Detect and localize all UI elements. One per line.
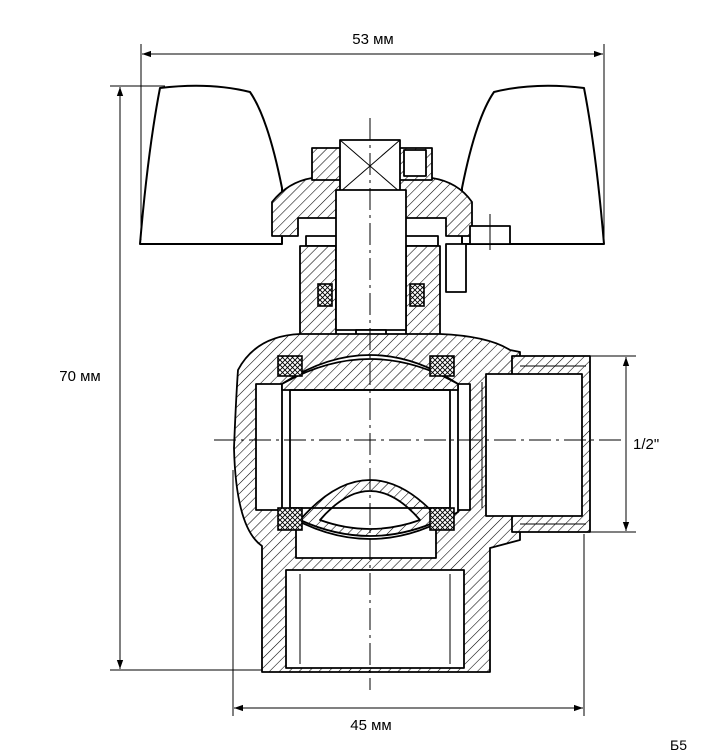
dim-height: 70 мм [59, 85, 262, 671]
centerlines [214, 118, 622, 690]
right-outlet [481, 355, 591, 533]
dim-thread: 1/2" [590, 355, 659, 533]
dim-top-width-label: 53 мм [352, 31, 393, 48]
stop-pin [445, 214, 511, 293]
dim-bottom-width: 45 мм [232, 470, 585, 734]
ball [277, 354, 459, 540]
dim-bottom-width-label: 45 мм [350, 717, 391, 734]
valve-neck [299, 189, 441, 367]
handle [139, 84, 605, 245]
dim-top-width: 53 мм [140, 31, 605, 240]
dim-height-label: 70 мм [59, 368, 100, 385]
corner-mark: Б5 [670, 737, 687, 751]
dim-thread-label: 1/2" [633, 436, 659, 453]
